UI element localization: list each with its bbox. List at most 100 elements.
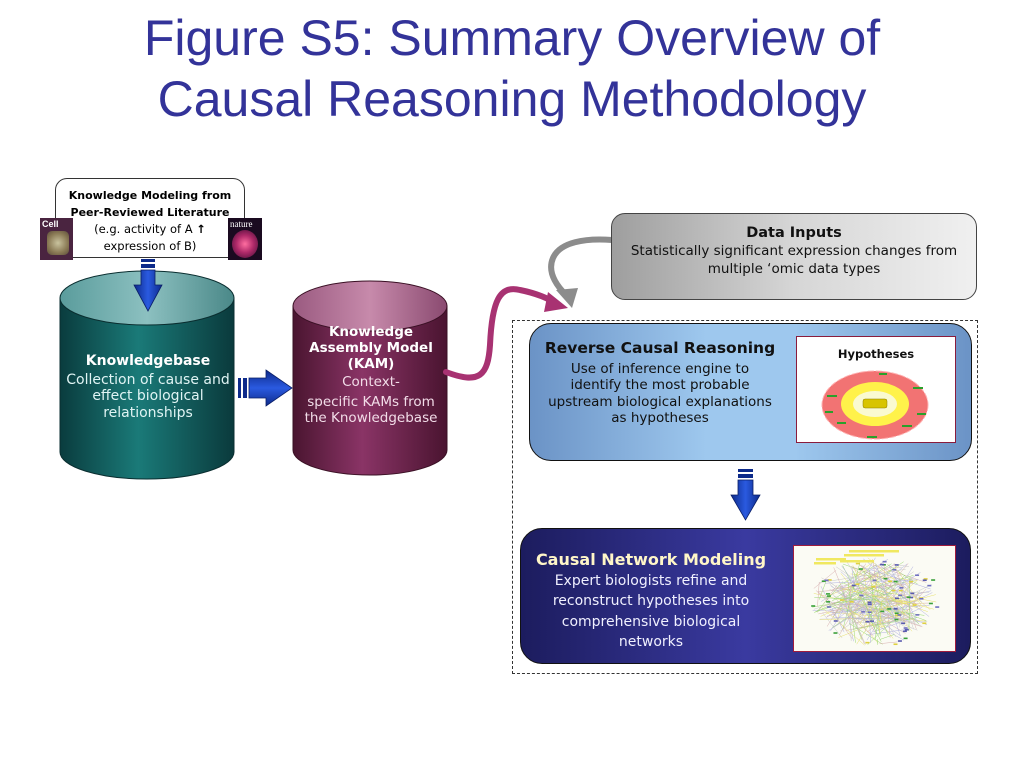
network-edge [914, 590, 921, 600]
network-node [915, 574, 920, 577]
network-label [816, 558, 846, 561]
data-inputs-description: Statistically significant expression cha… [630, 243, 958, 277]
network-edge [895, 579, 912, 611]
network-node [882, 560, 887, 563]
network-node [908, 580, 913, 583]
network-node [927, 584, 932, 587]
network-edge [879, 641, 898, 644]
network-edge [908, 577, 911, 632]
network-label [814, 562, 836, 565]
network-edge [839, 577, 874, 636]
cell-journal-cover-icon: Cell [40, 218, 73, 260]
page-title: Figure S5: Summary Overview of Causal Re… [0, 8, 1024, 130]
network-node [915, 614, 920, 616]
network-node [923, 578, 928, 580]
network-edge [888, 564, 919, 624]
network-node [851, 584, 856, 587]
network-edge [841, 584, 854, 642]
network-edge [859, 582, 885, 595]
network-edge [832, 579, 902, 628]
network-edge [863, 558, 912, 598]
network-node [821, 580, 826, 582]
network-node [870, 620, 875, 622]
network-edge [871, 582, 913, 632]
literature-heading-2: Peer-Reviewed Literature [70, 206, 230, 219]
network-edge [842, 560, 861, 630]
network-edge [851, 621, 928, 623]
network-node [922, 622, 927, 625]
analysis-frame [512, 320, 978, 674]
network-edge [853, 571, 877, 635]
kam-text: Knowledge Assembly Model (KAM) Context- … [298, 324, 444, 426]
network-edge [899, 610, 902, 628]
arrow-rcr-to-cnm [730, 469, 761, 521]
network-node [899, 587, 904, 589]
network-node [902, 630, 907, 633]
nature-journal-label: nature [230, 219, 253, 229]
network-node [826, 606, 831, 608]
network-node [901, 622, 906, 625]
network-edge [867, 557, 931, 610]
network-edge [856, 589, 903, 605]
network-edge [828, 588, 866, 608]
network-edge [856, 601, 884, 645]
kam-cylinder [292, 280, 448, 476]
network-node [833, 620, 838, 622]
network-node [892, 568, 897, 571]
network-edge [880, 565, 923, 603]
network-node [904, 628, 909, 631]
network-node [912, 604, 917, 606]
network-node [887, 608, 892, 610]
network-node [888, 580, 893, 583]
network-edge [851, 566, 907, 588]
network-node [898, 589, 903, 592]
title-line-2: Causal Reasoning Methodology [157, 71, 867, 127]
cell-journal-label: Cell [42, 219, 59, 229]
network-edge [817, 591, 874, 636]
network-edge [897, 570, 923, 608]
literature-heading-1: Knowledge Modeling from [68, 189, 232, 202]
network-node [849, 600, 854, 603]
network-edge [841, 588, 911, 606]
network-node [910, 592, 915, 595]
network-node [858, 568, 863, 570]
arrow-literature-to-knowledgebase [133, 259, 163, 312]
network-node [894, 618, 899, 621]
network-edge [901, 591, 930, 593]
network-edge [849, 615, 852, 642]
network-edge [833, 567, 865, 644]
hypotheses-image: Hypotheses [796, 336, 956, 443]
network-edge [867, 602, 912, 645]
network-node [894, 564, 899, 566]
network-node [883, 577, 888, 580]
network-edge [840, 571, 897, 621]
network-node [880, 610, 885, 613]
cnm-heading: Causal Network Modeling [535, 550, 767, 569]
network-node [855, 583, 860, 586]
network-edge [840, 573, 894, 639]
literature-example-text: (e.g. activity of A [94, 222, 193, 236]
network-edge [813, 570, 837, 589]
network-node [861, 611, 866, 613]
network-edge [860, 569, 920, 625]
network-edge [880, 625, 887, 628]
connector-kam-to-rcr [443, 286, 568, 381]
network-node [880, 563, 885, 566]
network-node [897, 614, 902, 616]
hypotheses-label: Hypotheses [837, 347, 915, 361]
network-node [839, 599, 844, 601]
network-edge [859, 605, 923, 628]
network-edge [840, 593, 877, 606]
network-node [826, 601, 831, 603]
knowledgebase-text: Knowledgebase Collection of cause and ef… [62, 353, 234, 421]
network-edge [843, 578, 881, 607]
rcr-description: Use of inference engine to identify the … [548, 360, 772, 427]
network-node [909, 596, 914, 599]
knowledgebase-description: Collection of cause and effect biologica… [66, 371, 230, 421]
network-edge [822, 612, 843, 639]
network-node [906, 596, 911, 599]
cell-cover-image [47, 231, 69, 255]
network-edge [832, 571, 914, 629]
network-edge [820, 586, 845, 633]
network-node [867, 611, 872, 614]
